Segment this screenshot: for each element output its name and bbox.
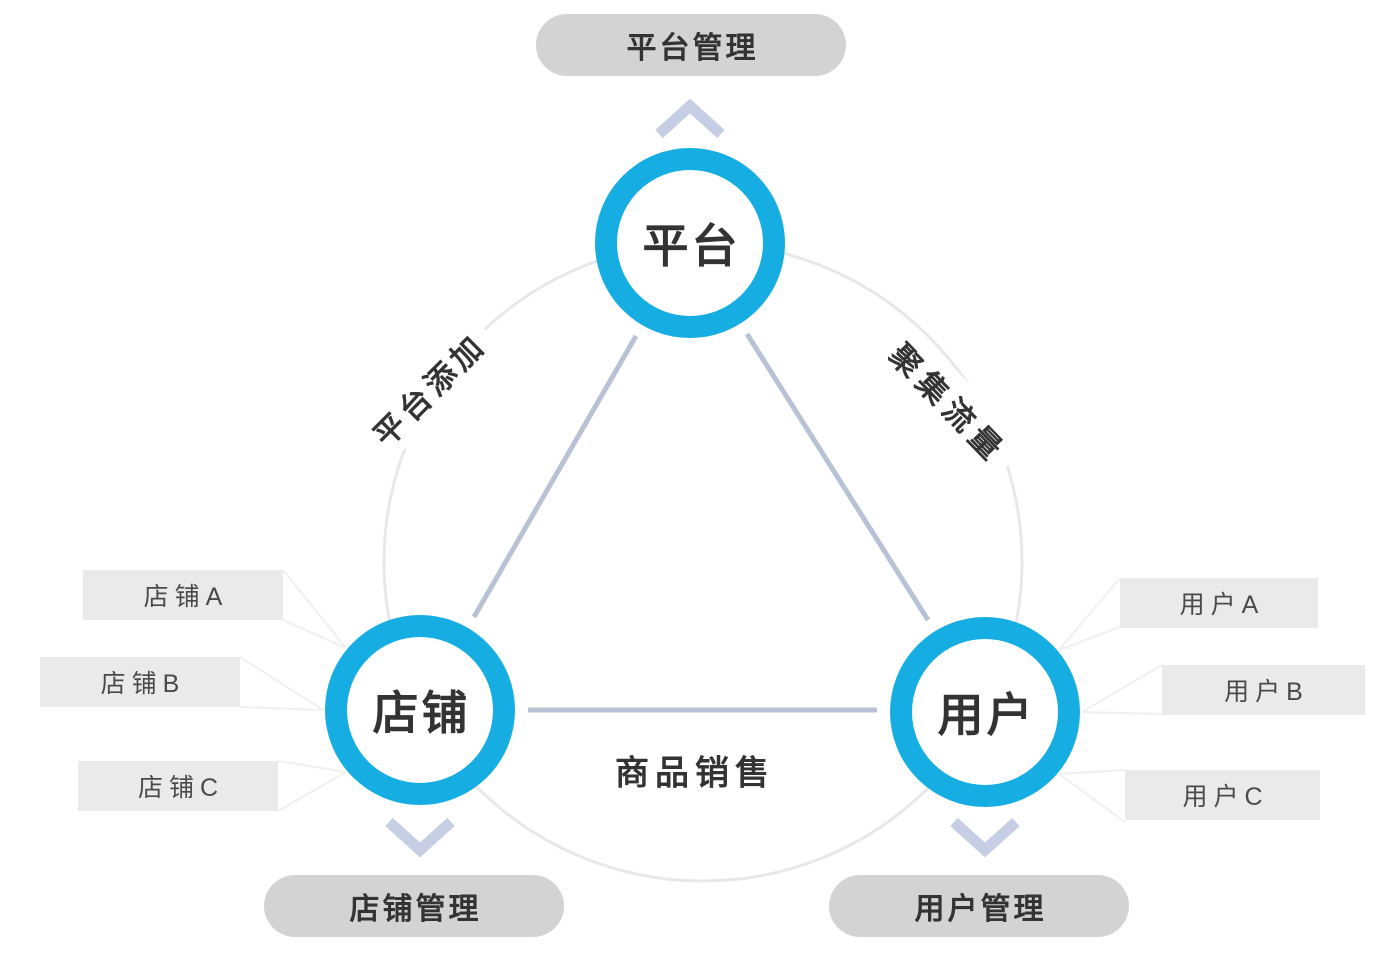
user-item-c: 用户C xyxy=(1125,770,1320,820)
platform-manage-pill: 平台管理 xyxy=(536,14,846,76)
node-shop-label: 店铺 xyxy=(372,687,471,739)
node-user-label: 用户 xyxy=(937,689,1036,741)
shop-item-c: 店铺C xyxy=(78,761,278,811)
node-platform: 平台 xyxy=(595,148,785,338)
shop-item-a: 店铺A xyxy=(83,570,283,620)
user-down-chevron-icon xyxy=(950,817,1020,858)
node-user: 用户 xyxy=(890,617,1080,807)
user-item-b: 用户B xyxy=(1162,665,1365,715)
shop-manage-pill: 店铺管理 xyxy=(264,875,564,937)
up-chevron-icon xyxy=(655,98,725,139)
shop-down-chevron-icon xyxy=(385,817,455,858)
shop-items-connector-lines xyxy=(239,569,347,812)
node-shop: 店铺 xyxy=(325,615,515,805)
triangle-edge-lines xyxy=(471,332,931,713)
edge-platform-user-line xyxy=(744,332,931,622)
user-item-a: 用户A xyxy=(1120,578,1318,628)
edge-label-goods-sale: 商品销售 xyxy=(605,741,785,799)
user-items-connector-lines xyxy=(1058,577,1163,823)
shop-item-b: 店铺B xyxy=(40,657,240,707)
node-platform-label: 平台 xyxy=(642,220,741,272)
user-manage-pill: 用户管理 xyxy=(829,875,1129,937)
edge-platform-shop-line xyxy=(471,334,639,619)
